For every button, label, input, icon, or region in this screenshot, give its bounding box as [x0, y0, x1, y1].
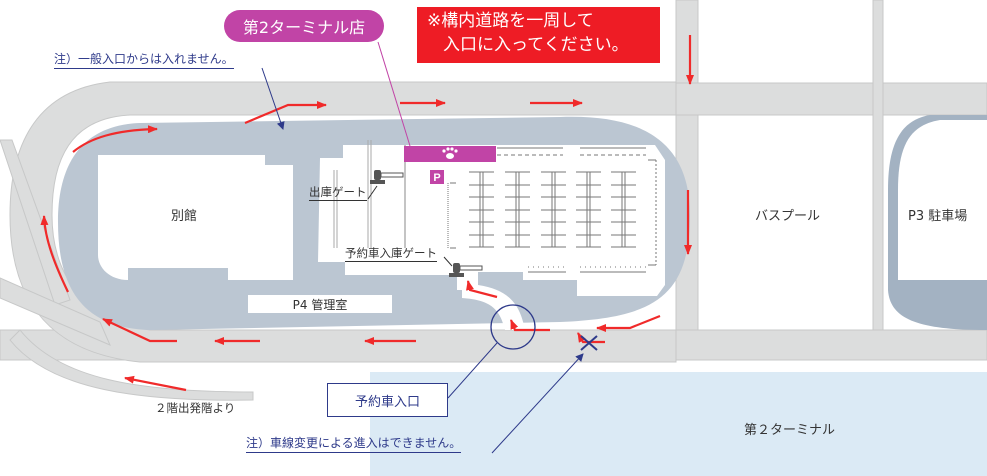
svg-text:P: P	[433, 172, 440, 184]
bus-pool-label: バスプール	[755, 209, 821, 224]
p4-office-label: P4 管理室	[292, 297, 348, 312]
reservation-entrance-label: 予約車入口	[354, 394, 420, 410]
traffic-arrows	[40, 35, 694, 392]
warning-banner: ※構内道路を一周して 入口に入ってください。	[417, 7, 660, 63]
parking-stalls	[447, 147, 657, 273]
parking-icon: P	[430, 170, 444, 184]
terminal2-label: 第２ターミナル	[744, 423, 836, 438]
cross-icon	[580, 335, 598, 351]
warning-line-2: 入口に入ってください。	[443, 35, 629, 55]
reservation-gate-label: 予約車入庫ゲート	[345, 246, 437, 262]
terminal2-area	[370, 372, 987, 476]
p3-parking-label: P3 駐車場	[908, 209, 968, 224]
annex-label: 別館	[171, 209, 198, 224]
p4-office: P4 管理室	[248, 295, 392, 313]
note-general-entrance: 注）一般入口からは入れません。	[54, 53, 234, 69]
from-departure-label: ２階出発階より	[155, 401, 236, 415]
paw-icon	[442, 147, 458, 159]
note-lane-change: 注）車線変更による進入はできません。	[246, 437, 462, 453]
exit-gate-label: 出庫ゲート	[309, 185, 367, 201]
exit-gate-icon	[370, 170, 404, 184]
reservation-entrance-box: 予約車入口	[327, 383, 448, 417]
reservation-gate-icon	[449, 263, 483, 277]
reservation-entrance-marker	[490, 304, 536, 350]
warning-line-1: ※構内道路を一周して	[427, 11, 594, 31]
annex-building	[98, 155, 293, 280]
store-badge: 第2ターミナル店	[224, 10, 384, 42]
